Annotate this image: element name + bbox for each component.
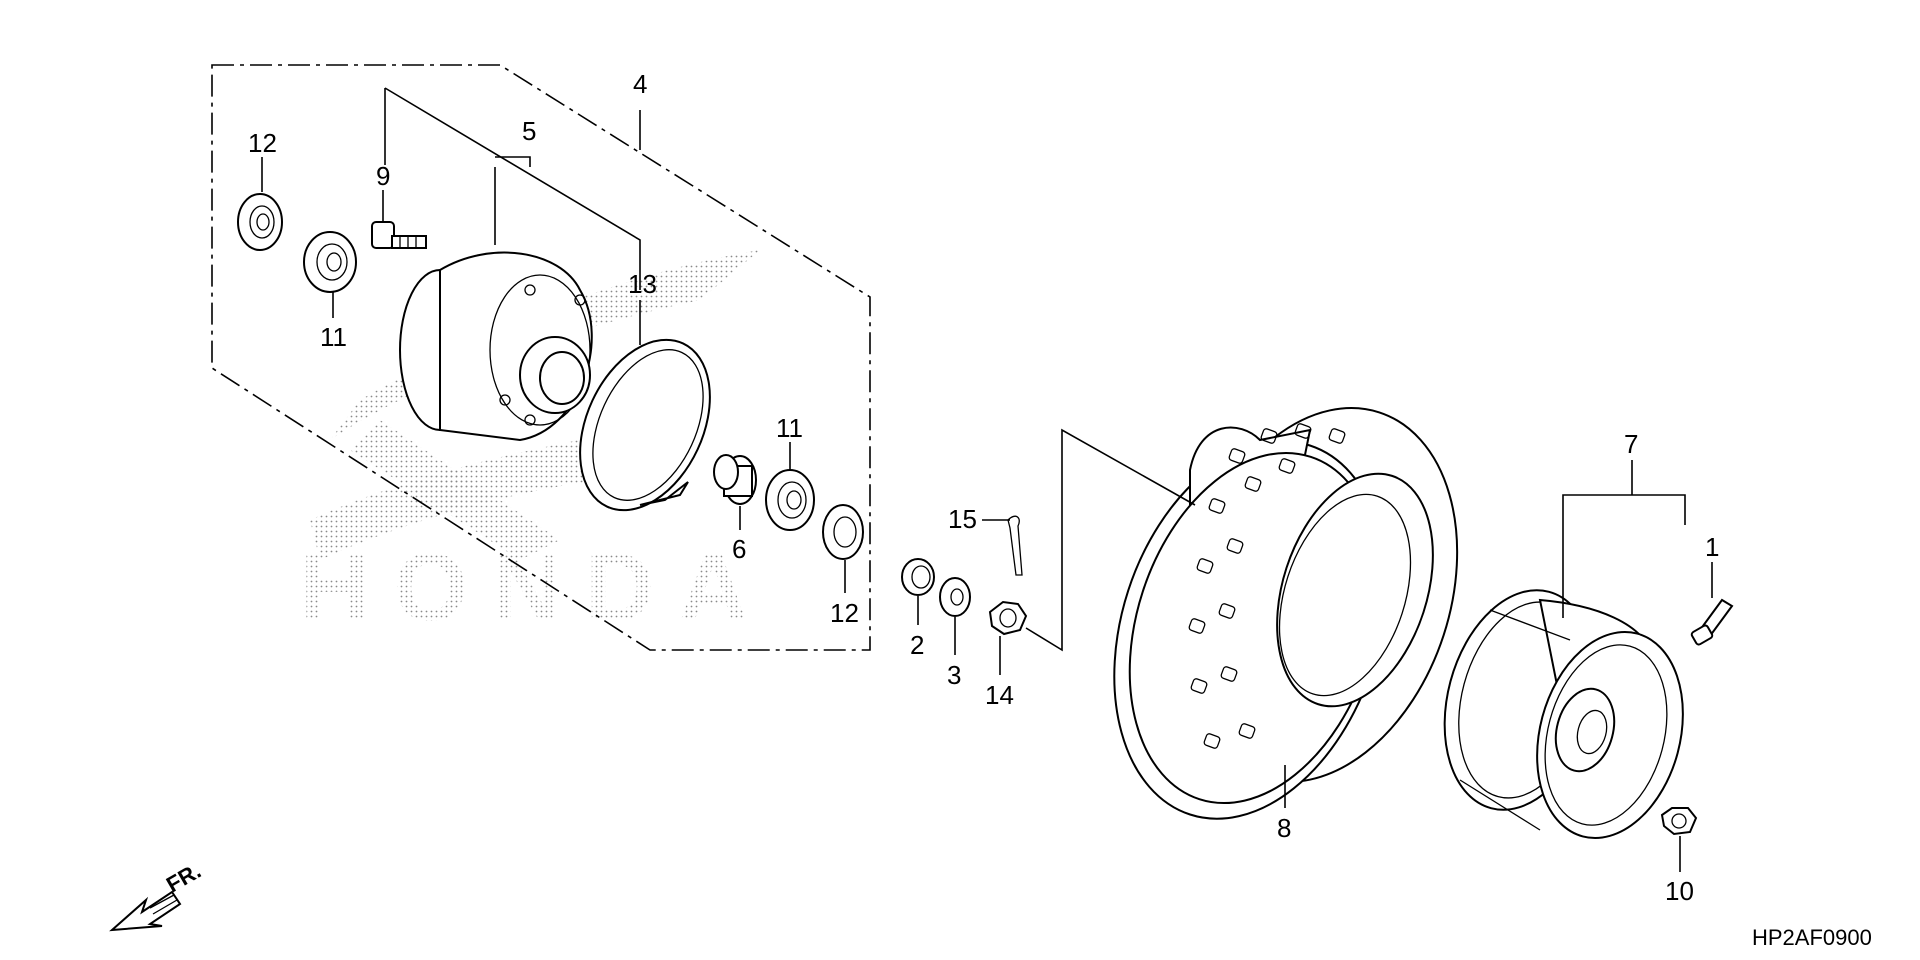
direction-label: FR. [162,858,205,897]
callout-12-right: 12 [830,598,859,628]
hub-assembly-boundary [211,64,871,651]
bearing-left [303,231,357,293]
cotter-pin [1007,515,1023,576]
castle-nut [988,600,1028,636]
oil-seal-right [822,504,864,560]
callout-12-left: 12 [248,128,277,158]
callout-8: 8 [1277,813,1291,843]
axle-collar [901,558,935,596]
diagram-code: HP2AF0900 [1752,925,1872,950]
wheel-nut [1660,807,1698,836]
tire [1113,407,1459,820]
hub-spacer [713,454,757,505]
callout-7: 7 [1624,429,1638,459]
callout-14: 14 [985,680,1014,710]
callout-4: 4 [633,69,647,99]
callout-10: 10 [1665,876,1694,906]
callout-3: 3 [947,660,961,690]
axle-washer [939,577,971,617]
hub-bolt [371,221,427,249]
front-direction-arrow-icon: FR. [109,858,205,932]
bearing-right [765,469,815,531]
callout-1: 1 [1705,532,1719,562]
oil-seal-left [237,193,283,251]
callout-5: 5 [522,116,536,146]
callout-9: 9 [376,161,390,191]
leader-lines [261,87,1713,872]
callout-2: 2 [910,630,924,660]
wheel-stud [1690,598,1734,646]
watermark-text: HONDA [300,534,772,641]
callout-11-right: 11 [776,413,803,443]
callout-15: 15 [948,504,977,534]
callout-13: 13 [628,269,657,299]
wheel-rim [1443,589,1684,840]
callout-6: 6 [732,534,746,564]
callout-11-left: 11 [320,322,347,352]
hub-cover-ring [579,338,711,512]
callout-labels: 12 11 9 5 4 13 11 6 12 15 2 3 14 8 7 1 1… [248,69,1719,906]
wheel-hub [399,251,593,442]
